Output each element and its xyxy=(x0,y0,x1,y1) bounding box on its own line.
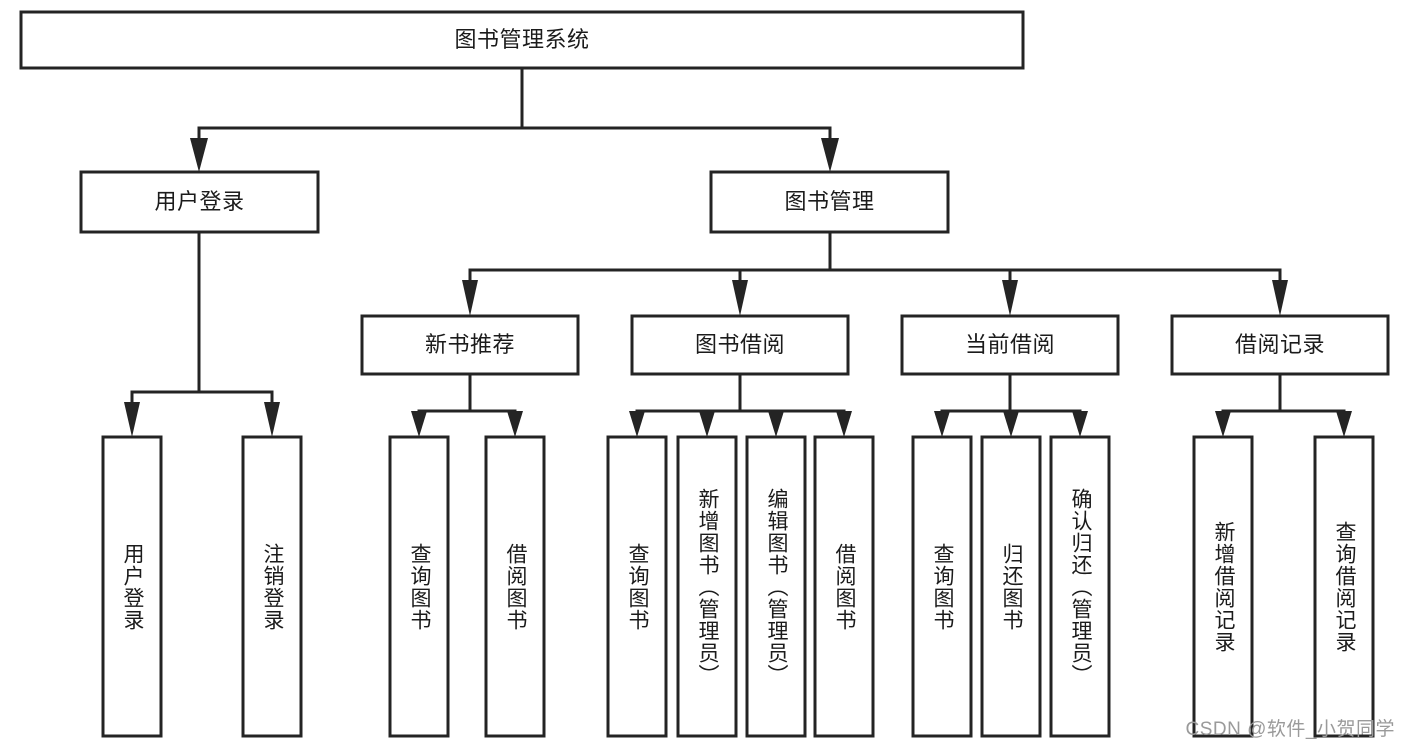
edge-group-book-borrow xyxy=(629,372,852,437)
node-rect-borrow-record[interactable] xyxy=(1170,314,1390,376)
arrow-head-leaf-borrow-query xyxy=(629,411,645,437)
node-rect-leaf-borrow-lend[interactable] xyxy=(813,435,875,738)
arrow-head-leaf-rec-query2 xyxy=(1336,411,1352,437)
edge-group-current-borrow xyxy=(934,372,1088,437)
arrow-head-leaf-borrow-add xyxy=(699,411,715,437)
arrow-head-new-book-rec xyxy=(462,280,478,316)
node-rect-current-borrow[interactable] xyxy=(900,314,1120,376)
node-rect-user-login[interactable] xyxy=(79,170,320,234)
arrow-head-leaf-borrow-lend xyxy=(836,411,852,437)
node-rect-leaf-rec-borrow[interactable] xyxy=(484,435,546,738)
node-rect-leaf-cur-confirm[interactable] xyxy=(1049,435,1111,738)
edge-group-user-login xyxy=(124,230,280,437)
edge-group-book-manage xyxy=(462,230,1288,316)
arrow-head-leaf-cur-query xyxy=(934,411,950,437)
arrow-head-leaf-rec-query xyxy=(411,411,427,437)
arrow-head-leaf-rec-add xyxy=(1215,411,1231,437)
arrow-head-leaf-rec-borrow xyxy=(507,411,523,437)
node-rect-book-manage[interactable] xyxy=(709,170,950,234)
node-rects xyxy=(19,10,1390,738)
edge-group-new-book-rec xyxy=(411,372,523,437)
arrow-head-leaf-cur-confirm xyxy=(1072,411,1088,437)
edge-group-root xyxy=(190,66,839,172)
arrow-head-leaf-user-login xyxy=(124,402,140,437)
node-rect-root[interactable] xyxy=(19,10,1025,70)
node-rect-leaf-borrow-query[interactable] xyxy=(606,435,668,738)
arrow-head-user-login xyxy=(190,138,208,172)
node-rect-leaf-user-login[interactable] xyxy=(101,435,163,738)
node-rect-leaf-rec-query[interactable] xyxy=(388,435,450,738)
watermark-text: CSDN @软件_小贺同学 xyxy=(1185,719,1395,740)
arrow-head-book-manage xyxy=(821,138,839,172)
node-rect-new-book-rec[interactable] xyxy=(360,314,580,376)
arrow-head-leaf-user-logout xyxy=(264,402,280,437)
arrow-head-leaf-cur-return xyxy=(1003,411,1019,437)
arrow-head-current-borrow xyxy=(1002,280,1018,316)
node-rect-book-borrow[interactable] xyxy=(630,314,850,376)
node-rect-leaf-rec-query2[interactable] xyxy=(1313,435,1375,738)
node-rect-leaf-cur-query[interactable] xyxy=(911,435,973,738)
node-rect-leaf-cur-return[interactable] xyxy=(980,435,1042,738)
edge-group-borrow-record xyxy=(1215,372,1352,437)
arrow-head-book-borrow xyxy=(732,280,748,316)
node-rect-leaf-borrow-add[interactable] xyxy=(676,435,738,738)
arrow-head-borrow-record xyxy=(1272,280,1288,316)
node-rect-leaf-rec-add[interactable] xyxy=(1192,435,1254,738)
node-rect-leaf-borrow-edit[interactable] xyxy=(745,435,807,738)
node-rect-leaf-user-logout[interactable] xyxy=(241,435,303,738)
arrow-head-leaf-borrow-edit xyxy=(768,411,784,437)
